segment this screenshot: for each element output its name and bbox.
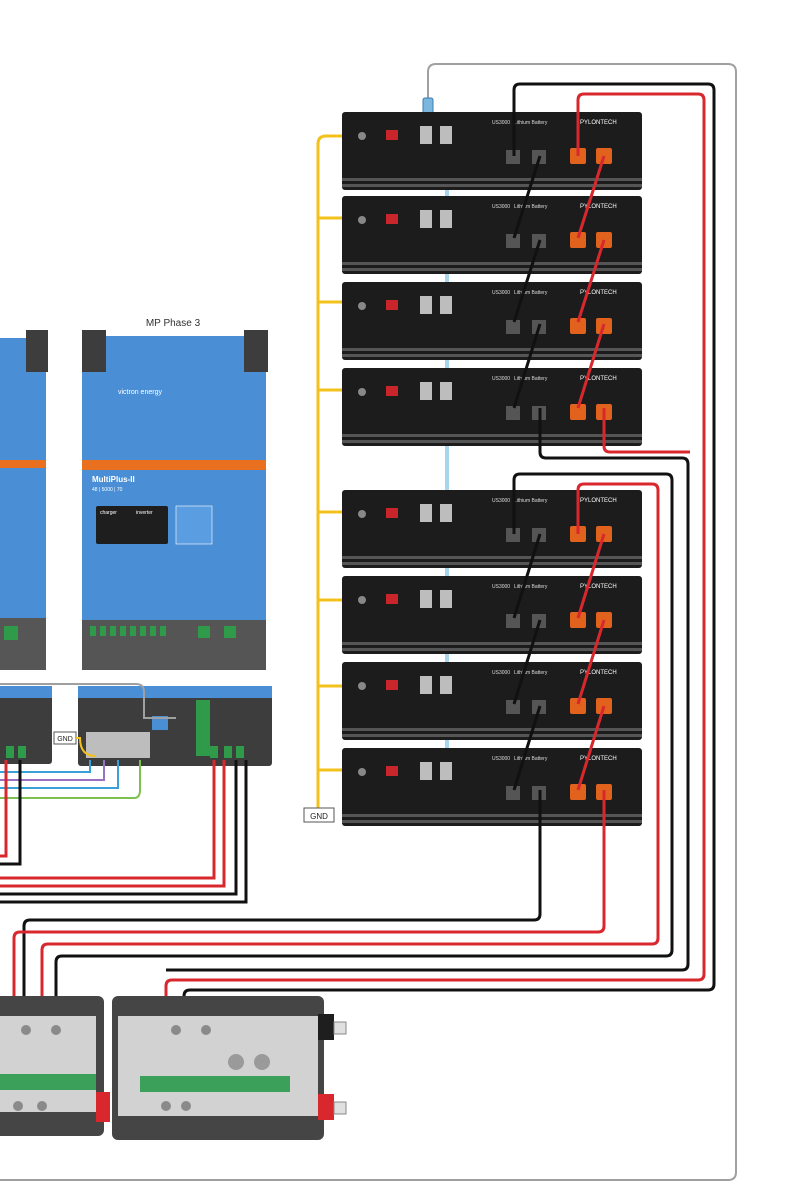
gnd-tag-left-text: GND (57, 736, 73, 743)
inverter-dc-cables (0, 760, 248, 904)
battery-type-label: Lithium Battery (514, 120, 548, 126)
battery-brand-label: PYLONTECH (580, 376, 617, 382)
battery-brand-label: PYLONTECH (580, 670, 617, 676)
battery-series-links (512, 155, 606, 791)
battery-brand-label: PYLONTECH (580, 120, 617, 126)
battery-module: US3000 Lithium Battery PYLONTECH (342, 748, 642, 826)
battery-model-label: US3000 (492, 376, 510, 382)
battery-module: US3000 Lithium Battery PYLONTECH (342, 368, 642, 446)
distribution-box-right (78, 686, 272, 766)
distribution-box-left (0, 686, 52, 764)
battery-type-label: Lithium Battery (514, 204, 548, 210)
battery-type-label: Lithium Battery (514, 290, 548, 296)
battery-model-label: US3000 (492, 498, 510, 504)
battery-module: US3000 Lithium Battery PYLONTECH (342, 282, 642, 360)
battery-type-label: Lithium Battery (514, 584, 548, 590)
battery-model-label: US3000 (492, 120, 510, 126)
battery-brand-label: PYLONTECH (580, 756, 617, 762)
comm-plug (422, 97, 434, 115)
inverter-left (0, 330, 48, 670)
battery-type-label: Lithium Battery (514, 376, 548, 382)
battery-brand-label: PYLONTECH (580, 584, 617, 590)
battery-model-label: US3000 (492, 290, 510, 296)
charger-label: charger (100, 510, 117, 516)
battery-type-label: Lithium Battery (514, 498, 548, 504)
battery-model-label: US3000 (492, 584, 510, 590)
frame-line (0, 63, 737, 1181)
battery-type-label: Lithium Battery (514, 756, 548, 762)
battery-model-label: US3000 (492, 204, 510, 210)
gray-loop-cable (0, 683, 176, 719)
multiplus-model: MultiPlus-II (92, 475, 135, 484)
battery-main-cables (12, 82, 716, 1106)
signal-cables (0, 760, 141, 799)
victron-brand: victron energy (118, 389, 162, 396)
mp-phase-label: MP Phase 3 (146, 318, 201, 329)
battery-module: US3000 Lithium Battery PYLONTECH (342, 576, 642, 654)
inverter-mp-phase-3 (82, 330, 268, 670)
battery-module: US3000 Lithium Battery PYLONTECH (342, 196, 642, 274)
gnd-tag-right-text: GND (310, 812, 328, 821)
inverter-mode-label: inverter (136, 510, 153, 516)
multiplus-sub: 48 | 5000 | 70 (92, 487, 123, 493)
battery-model-label: US3000 (492, 756, 510, 762)
gnd-left-cable (76, 737, 97, 757)
gnd-tag-right (303, 807, 335, 823)
ground-cable (316, 134, 362, 810)
battery-brand-label: PYLONTECH (580, 204, 617, 210)
battery-model-label: US3000 (492, 670, 510, 676)
busbar-right (112, 996, 347, 1140)
battery-type-label: Lithium Battery (514, 670, 548, 676)
battery-brand-label: PYLONTECH (580, 290, 617, 296)
battery-module: US3000 Lithium Battery PYLONTECH (342, 490, 642, 568)
busbar-left (0, 996, 110, 1136)
battery-brand-label: PYLONTECH (580, 498, 617, 504)
